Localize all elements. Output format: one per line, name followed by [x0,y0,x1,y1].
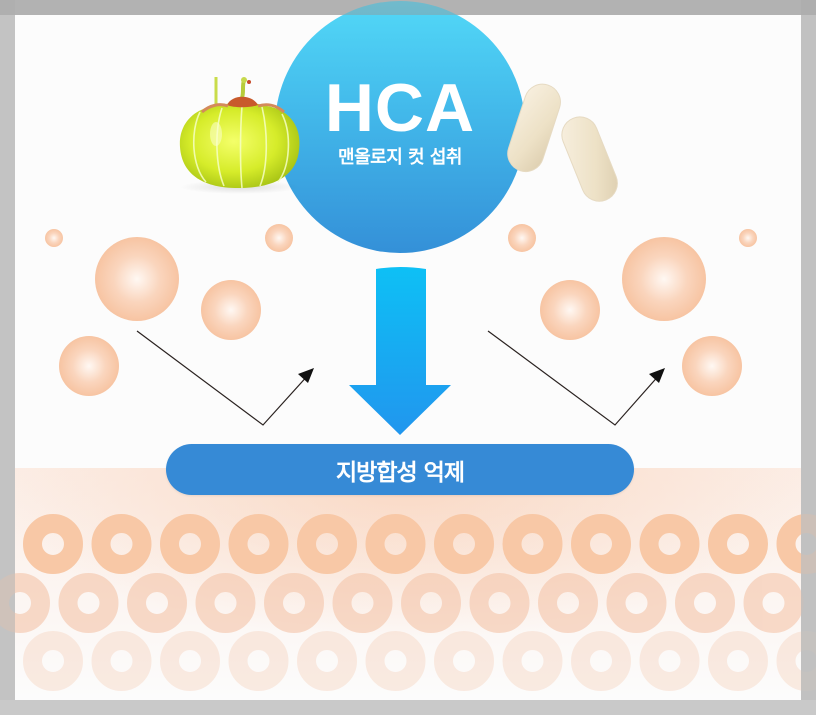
frame-right [801,0,816,715]
fat-bubbles-left [45,224,293,396]
result-label: 지방합성 억제 [336,459,465,486]
frame-left [0,0,15,715]
fat-bubbles-right [508,224,757,396]
supplement-pills-icon [507,83,618,202]
hca-title: HCA [324,70,476,146]
hca-circle [275,1,525,253]
zigzag-arrow-left-icon [136,330,314,426]
down-arrow-icon [349,267,451,435]
zigzag-arrow-right-icon [487,330,665,426]
frame-bottom [0,700,816,715]
garcinia-fruit-icon [179,77,300,194]
frame-top [0,0,816,15]
fat-synthesis-inhibition-badge: 지방합성 억제 [166,444,634,495]
hca-subtitle: 맨올로지 컷 섭취 [338,147,462,168]
